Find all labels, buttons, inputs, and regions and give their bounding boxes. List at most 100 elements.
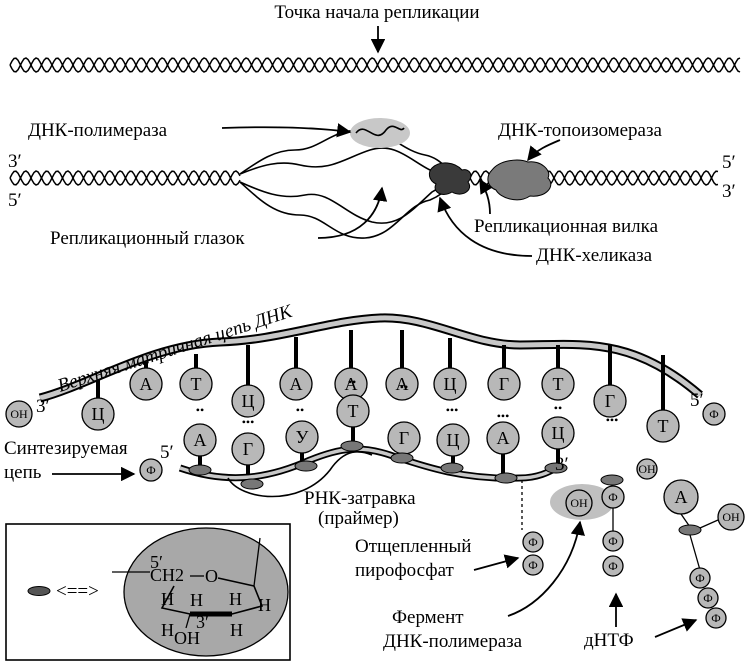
oh-bond [185,613,191,629]
lower-base-letter: А [497,428,510,448]
phosphate-synth-text: Ф [146,463,155,477]
h-left-label: H [161,589,174,609]
oh-sugar-label: OH [174,628,200,648]
dna-helicase-label: ДНК-хеликаза [536,245,653,266]
upper-base-letter: А [140,374,153,394]
phosphate-incoming-1-text: Ф [608,490,617,504]
primer-label: РНК-затравка [304,488,416,509]
free-nuc-phosphate-1 [689,567,711,589]
upper-base-letter: Т [658,416,669,436]
base-pair-dots-mark: •• [554,401,562,415]
free-nuc-oh [717,503,745,531]
dna-polymerase-label: ДНК-полимераза [28,120,168,141]
sugar-link [188,464,212,476]
ch2-label: CH2 [150,565,184,585]
c3-label: 3′ [196,612,209,632]
enzyme-label: Фермент [392,607,464,628]
phosphate-incoming-2-text: Ф [608,534,617,548]
sugar-inset: <==> 5′ CH2 O H H H H H H 3′ OH [5,523,291,661]
sugar-incoming [600,474,624,486]
base-pair-dots-mark: •• [196,403,204,417]
upper-base-circle [129,367,163,401]
enzyme-arrow [507,520,585,617]
prime3-template: 3′ [36,396,50,417]
pyrophosphate-label-2: пирофосфат [355,560,455,581]
lower-base-circle [183,423,217,457]
pyrophosphate-2-text: Ф [528,558,537,572]
helix-top-strand-1 [9,57,741,73]
lower-base-circle [541,416,575,450]
upper-base-letter: А [290,374,303,394]
oh-synth-end [636,458,658,480]
prime5-right: 5′ [722,152,736,173]
upper-base-circle [385,367,419,401]
upper-base-letter: Ц [242,391,255,411]
free-nuc-phosphate-3-text: Ф [711,611,720,625]
bubble-upper-strand [239,129,456,175]
c5-label: 5′ [150,552,163,572]
free-nuc-phosphate-2-text: Ф [703,591,712,605]
prime3-left: 3′ [8,151,22,172]
lower-base-letter: Т [348,401,359,421]
upper-base-letter: Г [605,391,615,411]
free-nuc-chain [689,534,701,571]
phosphate-template-end [702,402,726,426]
oh-incoming [565,489,593,517]
helix-left-strand-2 [9,170,241,186]
upper-base-circle [231,384,265,418]
pyrophosphate-label: Отщепленный [355,536,471,557]
replication-fork-label: Репликационная вилка [474,216,659,237]
base-pair-dots-mark: •• [296,403,304,417]
dna-left-helix [9,170,241,186]
free-nuc-sugar [678,524,702,536]
dna-helicase-shape [428,162,472,195]
helix-left-strand-1 [9,170,241,186]
lower-base-letter: Г [243,439,253,459]
synth-strand-label-2: цепь [4,462,42,483]
lower-base-circle [336,394,370,428]
phosphate-synth-start [139,458,163,482]
enzyme-label-2: ДНК-полимераза [383,631,523,652]
helix-top-strand-2 [9,57,741,73]
dna-polymerase-blob [350,118,410,148]
upper-base-circle [593,384,627,418]
sugar-symbol [27,586,51,596]
pyrophosphate-1-text: Ф [528,535,537,549]
sugar-link [440,462,464,474]
lower-base-letter: Ц [552,423,565,443]
primer-sublabel: (праймер) [318,508,399,529]
dntp-arrow-right [654,618,698,638]
base-pair-dots-mark: •• [400,380,408,394]
lower-base-circle [486,421,520,455]
sugar-link [294,460,318,472]
prime3-synth: 3′ [555,454,569,475]
phosphate-incoming-3-text: Ф [608,559,617,573]
prime5-template: 5′ [690,390,704,411]
synth-strand-label: Синтезируемая [4,438,128,459]
h-mid-label: H [190,590,203,610]
dna-topoisomerase-label: ДНК-топоизомераза [498,120,662,141]
primer-bracket [227,450,373,498]
prime3-right: 3′ [722,181,736,202]
replication-fork-arrow [479,178,493,215]
ring-o-label: O [205,566,218,586]
sugar-link [340,440,364,452]
h-right-label: H [229,589,242,609]
equivalence-symbol: <==> [56,581,99,602]
dna-topoisomerase-shape [487,159,552,201]
bubble-upper-strand-2 [239,147,456,177]
replication-eye-arrow [317,186,388,239]
h-far-label: H [258,595,271,615]
sugar-link [544,462,568,474]
replication-bubble [9,118,719,239]
oh-synth-text: OH [638,462,656,476]
prime5-synth: 5′ [160,442,174,463]
base-bond [253,537,261,587]
lower-base-letter: Г [399,428,409,448]
phosphate-template-text: Ф [709,407,718,421]
ring-bond-2 [217,577,255,587]
base-pair-dots-mark: ••• [606,413,619,427]
